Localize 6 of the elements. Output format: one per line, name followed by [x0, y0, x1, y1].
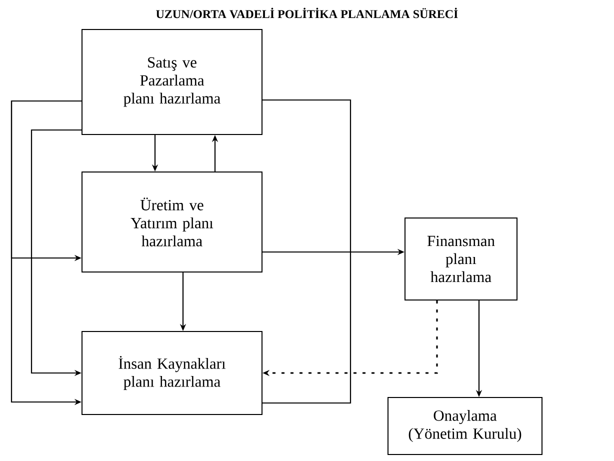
title: UZUN/ORTA VADELİ POLİTİKA PLANLAMA SÜRECİ — [156, 8, 458, 18]
process-box: Satış ve Pazarlama planı hazırlama — [82, 29, 262, 135]
process-box: Üretim ve Yatırım planı hazırlama — [82, 172, 262, 272]
process-box: Onaylama (Yönetim Kurulu) — [388, 397, 542, 455]
process-box: İnsan Kaynakları planı hazırlama — [82, 331, 262, 415]
process-box: Finansman planı hazırlama — [404, 218, 518, 300]
